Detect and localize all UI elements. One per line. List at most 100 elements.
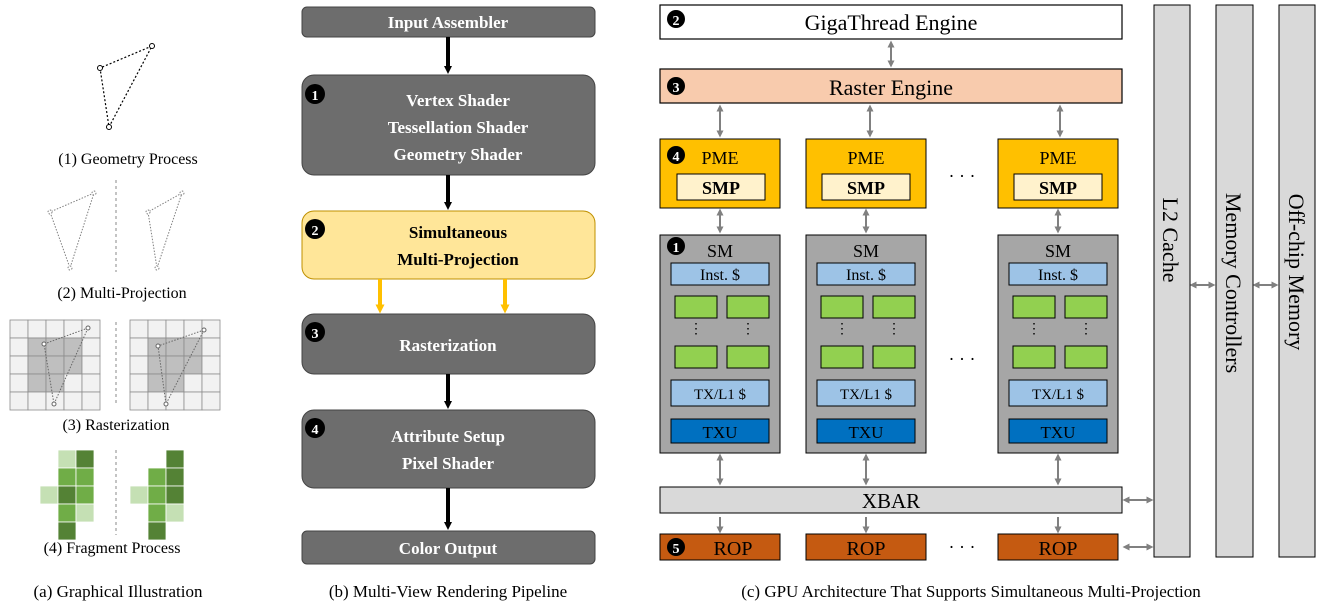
panel-b: Input Assembler Vertex Shader Tessellati…: [301, 6, 596, 565]
txu: [816, 418, 916, 444]
core-block: [872, 295, 916, 319]
svg-text:SMP: SMP: [847, 178, 885, 198]
badge-3: 3: [305, 322, 325, 342]
raster-grid: [9, 319, 101, 411]
caption-c: (c) GPU Architecture That Supports Simul…: [741, 582, 1201, 601]
smp-box: [301, 210, 596, 280]
panel-a: (1) Geometry Process (2) Multi-Projectio…: [9, 43, 221, 601]
core-block: [1064, 295, 1108, 319]
rop-block: ROP: [997, 533, 1119, 561]
l2-cache-box: [1153, 4, 1191, 558]
raster-engine-label: Raster Engine: [829, 75, 953, 100]
svg-text:PME: PME: [847, 148, 884, 168]
svg-text:4: 4: [312, 423, 319, 438]
fragment-group: [129, 449, 185, 541]
svg-text:ROP: ROP: [714, 538, 753, 560]
svg-text:3: 3: [673, 81, 680, 96]
badge-1: 1: [305, 84, 325, 104]
arrows-raster-pme: [716, 104, 1064, 138]
arrows-sm-xbar: [716, 453, 1062, 486]
pme-block: PME SMP: [997, 138, 1119, 209]
raster-grids: [9, 319, 221, 411]
xbar-box: [659, 486, 1123, 514]
core-block: [1012, 345, 1056, 369]
gigathread-engine-label: GigaThread Engine: [805, 10, 978, 35]
step-2-label: (2) Multi-Projection: [57, 285, 186, 302]
core-block: [820, 295, 864, 319]
geometry-shader-label: Geometry Shader: [394, 145, 523, 164]
pme-block: PME SMP: [805, 138, 927, 209]
attribute-setup-label: Attribute Setup: [391, 427, 505, 446]
vertical-ellipsis: ⋮: [1079, 322, 1093, 337]
memory-controllers-box: [1215, 4, 1254, 558]
gigathread-engine-box: [659, 4, 1123, 40]
core-block: [1064, 345, 1108, 369]
vertical-ellipsis: ⋮: [835, 322, 849, 337]
tx-l1-label: TX/L1 $: [694, 387, 747, 403]
step-4-label: (4) Fragment Process: [44, 540, 181, 557]
svg-text:ROP: ROP: [847, 538, 886, 560]
tx-l1-label: TX/L1 $: [1032, 387, 1085, 403]
badge-4: 4: [305, 418, 325, 438]
arrows-pme-sm: [716, 208, 1062, 234]
arrows-to-l2: [1122, 281, 1279, 551]
pixel-shader-label: Pixel Shader: [402, 454, 495, 473]
svg-text:PME: PME: [701, 148, 738, 168]
badge-3: 3: [667, 77, 685, 96]
core-block: [820, 345, 864, 369]
l2-cache-label: L2 Cache: [1158, 198, 1183, 283]
inst-cache: [816, 262, 916, 286]
tx-l1-label: TX/L1 $: [840, 387, 893, 403]
badge-2: 2: [667, 10, 685, 29]
ellipsis: · · ·: [949, 349, 976, 369]
color-output-label: Color Output: [399, 539, 498, 558]
core-block: [674, 295, 718, 319]
core-block: [1012, 295, 1056, 319]
sm-label: SM: [707, 241, 733, 261]
svg-text:ROP: ROP: [1039, 538, 1078, 560]
txu-label: TXU: [1041, 423, 1076, 442]
ellipsis: · · ·: [949, 166, 976, 186]
step-3-label: (3) Rasterization: [62, 417, 169, 434]
color-output-box: [301, 530, 596, 565]
rasterization-label: Rasterization: [399, 336, 497, 355]
offchip-memory-box: [1278, 4, 1316, 558]
arrows-xbar-rop: [716, 517, 1062, 534]
rop-block: ROP: [659, 533, 781, 561]
txu-label: TXU: [849, 423, 884, 442]
inst-cache: [670, 262, 770, 286]
svg-text:4: 4: [673, 150, 680, 165]
memory-controllers-label: Memory Controllers: [1221, 193, 1246, 373]
raster-engine-box: [659, 68, 1123, 104]
tx-l1-cache: [816, 379, 916, 407]
vertical-ellipsis: ⋮: [887, 322, 901, 337]
vertex-shader-label: Vertex Shader: [406, 91, 510, 110]
tx-l1-cache: [670, 379, 770, 407]
vertical-ellipsis: ⋮: [1027, 322, 1041, 337]
offchip-memory-label: Off-chip Memory: [1284, 194, 1309, 351]
inst-cache-label: Inst. $: [700, 267, 740, 284]
badge-4: 4: [667, 146, 685, 165]
ellipsis: · · ·: [949, 537, 976, 557]
core-block: [674, 345, 718, 369]
badge-2: 2: [305, 219, 325, 239]
multi-projection-triangles: [47, 190, 185, 271]
svg-text:PME: PME: [1039, 148, 1076, 168]
badge-5: 5: [667, 538, 685, 557]
svg-text:1: 1: [673, 241, 680, 256]
txu: [670, 418, 770, 444]
core-block: [872, 345, 916, 369]
geometry-triangle: [97, 43, 155, 130]
badge-1: 1: [667, 237, 685, 256]
svg-text:2: 2: [673, 14, 680, 29]
fragment-group: [39, 449, 95, 541]
smp-label-2: Multi-Projection: [397, 250, 519, 269]
tessellation-shader-label: Tessellation Shader: [388, 118, 529, 137]
svg-text:1: 1: [312, 89, 319, 104]
inst-cache: [1008, 262, 1108, 286]
vertical-ellipsis: ⋮: [689, 322, 703, 337]
smp-label-1: Simultaneous: [409, 223, 508, 242]
